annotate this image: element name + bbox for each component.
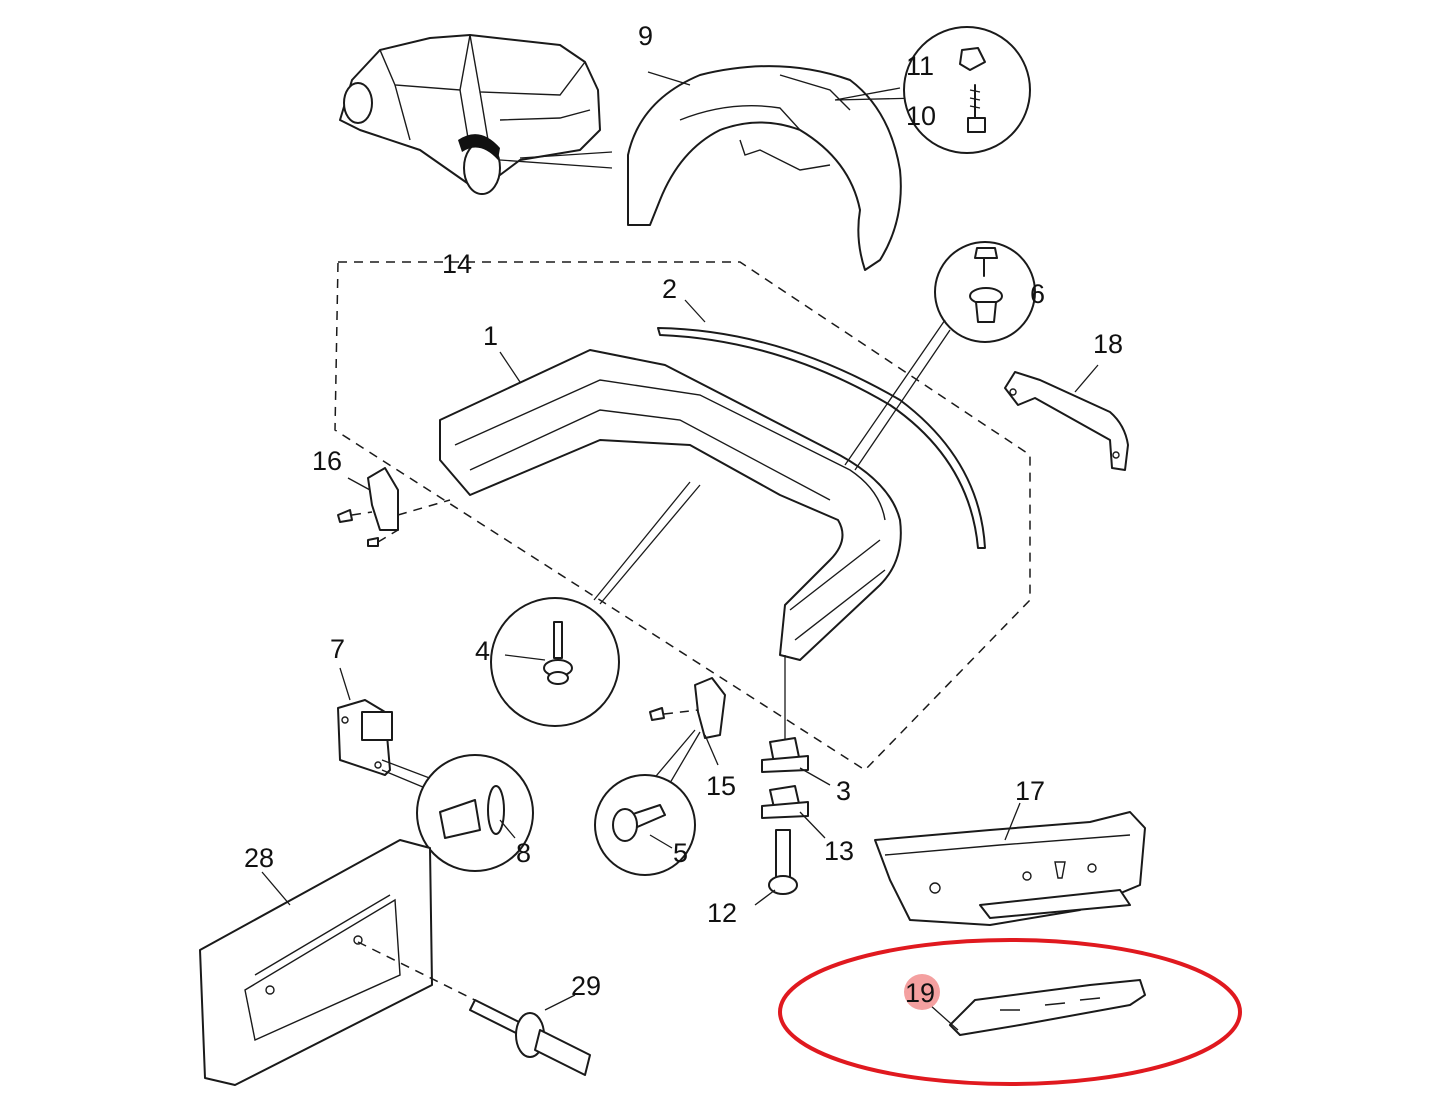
vehicle-overview — [339, 34, 613, 195]
callout-8: 8 — [516, 838, 531, 868]
callout-19-badge — [904, 974, 940, 1010]
callout-17: 17 — [1015, 776, 1045, 806]
callout-7: 7 — [330, 634, 345, 664]
part-18-bracket — [1004, 364, 1129, 471]
parts-3-13-12-nuts-bolt — [754, 655, 831, 906]
callout-28: 28 — [244, 843, 274, 873]
part-16-side-bracket — [337, 467, 451, 547]
callout-15: 15 — [706, 771, 736, 801]
callout-14: 14 — [442, 249, 472, 279]
part-29-rivet — [357, 941, 591, 1076]
callout-9: 9 — [638, 21, 653, 51]
callout-18: 18 — [1093, 329, 1123, 359]
part-17-bumper-assembly — [874, 802, 1146, 926]
detail-circle-screw-5 — [594, 774, 696, 876]
callout-4: 4 — [475, 636, 490, 666]
part-19-lower-trim — [929, 979, 1146, 1036]
callout-labels: 1 2 3 4 5 6 7 8 9 10 11 12 13 14 15 16 1… — [244, 21, 1123, 1008]
callout-29: 29 — [571, 971, 601, 1001]
detail-circle-stud-8 — [416, 754, 534, 872]
part-7-bracket — [337, 667, 441, 791]
detail-circle-bolt-4 — [490, 481, 701, 727]
part-15-bracket — [639, 677, 726, 801]
assembly-14-outline — [334, 261, 1031, 771]
callout-19: 19 — [905, 978, 935, 1008]
callout-6: 6 — [1030, 279, 1045, 309]
part-1-bumper-cover — [439, 349, 902, 661]
callout-16: 16 — [312, 446, 342, 476]
highlight-ellipse — [778, 938, 1242, 1086]
callout-2: 2 — [662, 274, 677, 304]
callout-13: 13 — [824, 836, 854, 866]
part-28-plate-panel — [199, 839, 433, 1086]
callout-5: 5 — [673, 838, 688, 868]
callout-1: 1 — [483, 321, 498, 351]
part-9-wheel-arch-liner — [627, 65, 921, 271]
callout-12: 12 — [707, 898, 737, 928]
detail-circle-clip-6 — [844, 241, 1036, 471]
callout-3: 3 — [836, 776, 851, 806]
callout-11: 11 — [906, 51, 934, 81]
part-2-trim-strip — [657, 299, 986, 549]
detail-circle-fasteners-10-11 — [903, 26, 1031, 154]
callout-10: 10 — [906, 101, 936, 131]
